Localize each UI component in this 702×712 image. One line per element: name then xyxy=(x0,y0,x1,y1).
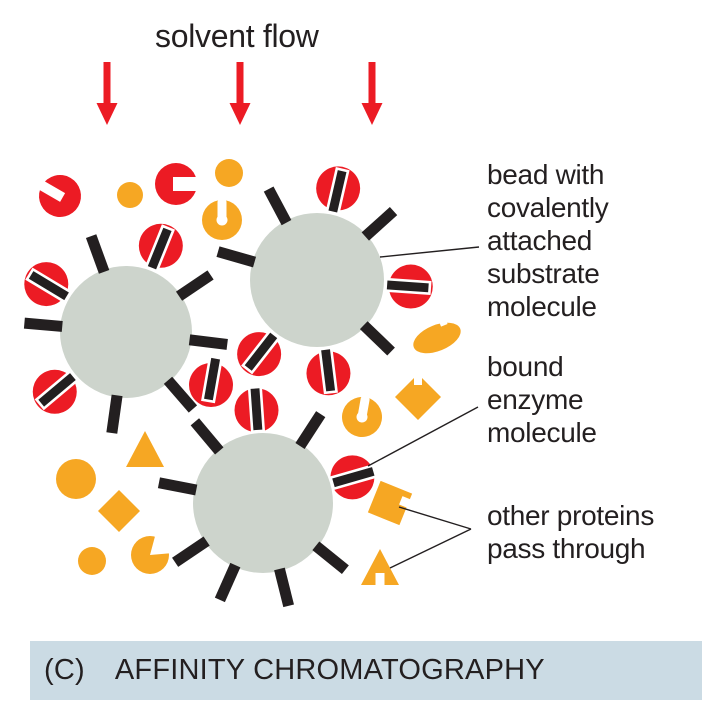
substrate-spike-bound xyxy=(384,277,432,296)
bead-with-substrates xyxy=(216,166,433,396)
other-protein-circle xyxy=(215,159,243,187)
arrow-head xyxy=(96,103,118,125)
bound-enzyme-label: bound enzyme molecule xyxy=(487,350,597,449)
other-proteins-label: other proteins pass through xyxy=(487,499,654,565)
substrate-spike xyxy=(85,234,110,274)
bead-substrate-label: bead with covalently attached substrate … xyxy=(487,158,609,323)
other-protein-circle xyxy=(56,459,96,499)
substrate-spike-bound xyxy=(144,224,175,273)
free-enzyme xyxy=(36,175,81,217)
substrate-spike-bound xyxy=(247,385,266,433)
label-line: bound xyxy=(487,351,564,382)
arrow-shaft xyxy=(368,62,376,104)
substrate-spike xyxy=(163,376,198,413)
other-protein-oval-notch xyxy=(413,316,461,354)
substrate-spike xyxy=(274,567,294,608)
caption-bar: (C) AFFINITY CHROMATOGRAPHY xyxy=(30,641,702,700)
substrate-spike-bound xyxy=(318,346,338,395)
enzyme-slot xyxy=(36,179,66,202)
enzyme-with-substrate xyxy=(189,354,233,407)
enzyme-slot xyxy=(173,177,200,191)
free-enzyme xyxy=(155,163,200,205)
substrate-spike xyxy=(295,411,326,449)
arrow-shaft xyxy=(236,62,244,104)
substrate-spike-bound xyxy=(25,267,73,304)
substrate-spike-bound xyxy=(34,369,80,411)
caption-title: AFFINITY CHROMATOGRAPHY xyxy=(114,654,545,686)
solvent-flow-arrow-icon xyxy=(96,62,118,125)
substrate-spike xyxy=(361,206,398,241)
other-protein-circle xyxy=(117,182,143,208)
label-line: other proteins xyxy=(487,500,655,531)
substrate-spike xyxy=(312,541,349,574)
substrate-spike xyxy=(23,317,63,332)
other-protein-diamond xyxy=(98,490,140,532)
substrate-spike xyxy=(214,562,241,603)
bead xyxy=(250,213,384,347)
solvent-flow-label: solvent flow xyxy=(155,18,319,54)
other-protein-triangle xyxy=(126,431,164,467)
other-protein-square-notch xyxy=(367,480,414,526)
bead-with-substrates xyxy=(23,223,228,434)
other-protein-ring-slot xyxy=(202,199,242,240)
other-protein-diamond-notch xyxy=(395,372,441,420)
solvent-flow-arrow-icon xyxy=(229,62,251,125)
arrow-shaft xyxy=(103,62,111,104)
substrate-spike xyxy=(157,477,198,496)
substrate-spike xyxy=(188,334,228,350)
leader-line xyxy=(367,406,479,467)
arrow-head xyxy=(361,103,383,125)
substrate-spike xyxy=(359,321,395,356)
substrate-spike-bound xyxy=(329,463,378,491)
bead xyxy=(60,266,192,398)
other-protein-pacman xyxy=(131,531,175,574)
label-line: substrate xyxy=(487,258,600,289)
label-line: molecule xyxy=(487,291,597,322)
arrow-head xyxy=(229,103,251,125)
substrate-spike xyxy=(190,418,224,455)
label-line: pass through xyxy=(487,533,646,564)
label-line: molecule xyxy=(487,417,597,448)
substrate-spike-bound xyxy=(241,329,281,375)
substrate-spike-bound xyxy=(325,167,350,216)
bead-with-substrates xyxy=(157,385,378,608)
substrate-spike xyxy=(216,246,257,268)
leader-line xyxy=(379,246,480,258)
caption-index: (C) xyxy=(44,654,85,686)
other-protein-circle xyxy=(78,547,106,575)
bead xyxy=(193,433,333,573)
substrate-spike xyxy=(175,270,214,301)
other-protein-ring-slot xyxy=(342,396,382,437)
substrate-spike xyxy=(172,536,210,567)
label-line: attached xyxy=(487,225,593,256)
substrate-spike xyxy=(106,394,123,434)
other-protein-triangle-notch xyxy=(361,549,399,585)
label-line: covalently xyxy=(487,192,609,223)
leader-line xyxy=(398,506,472,530)
label-line: enzyme xyxy=(487,384,584,415)
solvent-flow-arrow-icon xyxy=(361,62,383,125)
label-line: bead with xyxy=(487,159,605,190)
leader-line xyxy=(389,528,472,569)
substrate-spike xyxy=(263,186,292,226)
